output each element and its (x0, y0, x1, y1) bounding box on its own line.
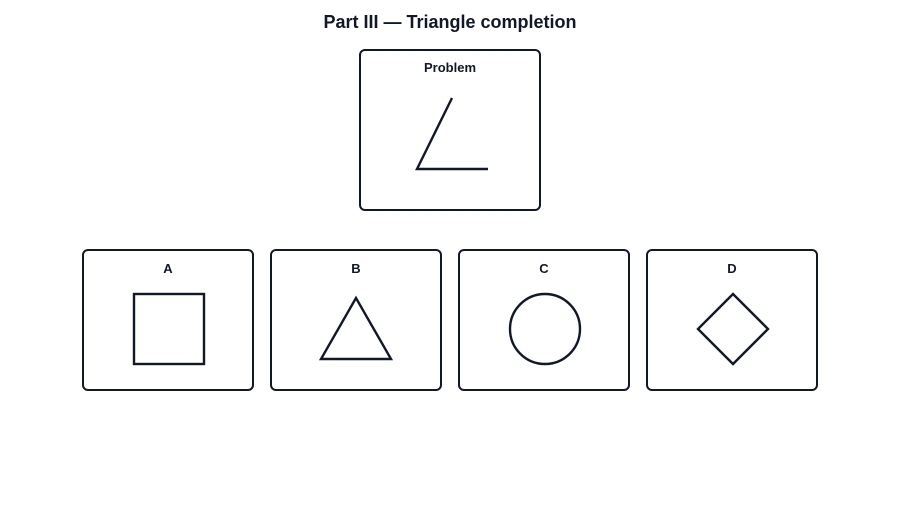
diamond-shape (696, 292, 770, 366)
option-label-d: D (727, 261, 737, 276)
problem-open-angle (415, 97, 488, 171)
circle-shape (508, 292, 582, 366)
option-label-b: B (351, 261, 361, 276)
option-a-figure (132, 292, 206, 366)
option-card-d[interactable]: D (646, 249, 818, 391)
problem-figure (415, 97, 488, 171)
triangle-shape (318, 295, 394, 361)
problem-card: Problem (359, 49, 541, 211)
option-label-a: A (163, 261, 173, 276)
option-label-c: C (539, 261, 549, 276)
option-b-figure (318, 295, 394, 361)
page-title: Part III — Triangle completion (323, 12, 577, 32)
problem-label: Problem (423, 60, 476, 75)
option-c-figure (508, 292, 582, 366)
option-d-figure (696, 292, 770, 366)
option-card-c[interactable]: C (458, 249, 630, 391)
option-card-a[interactable]: A (82, 249, 254, 391)
square-shape (132, 292, 206, 366)
option-card-b[interactable]: B (270, 249, 442, 391)
